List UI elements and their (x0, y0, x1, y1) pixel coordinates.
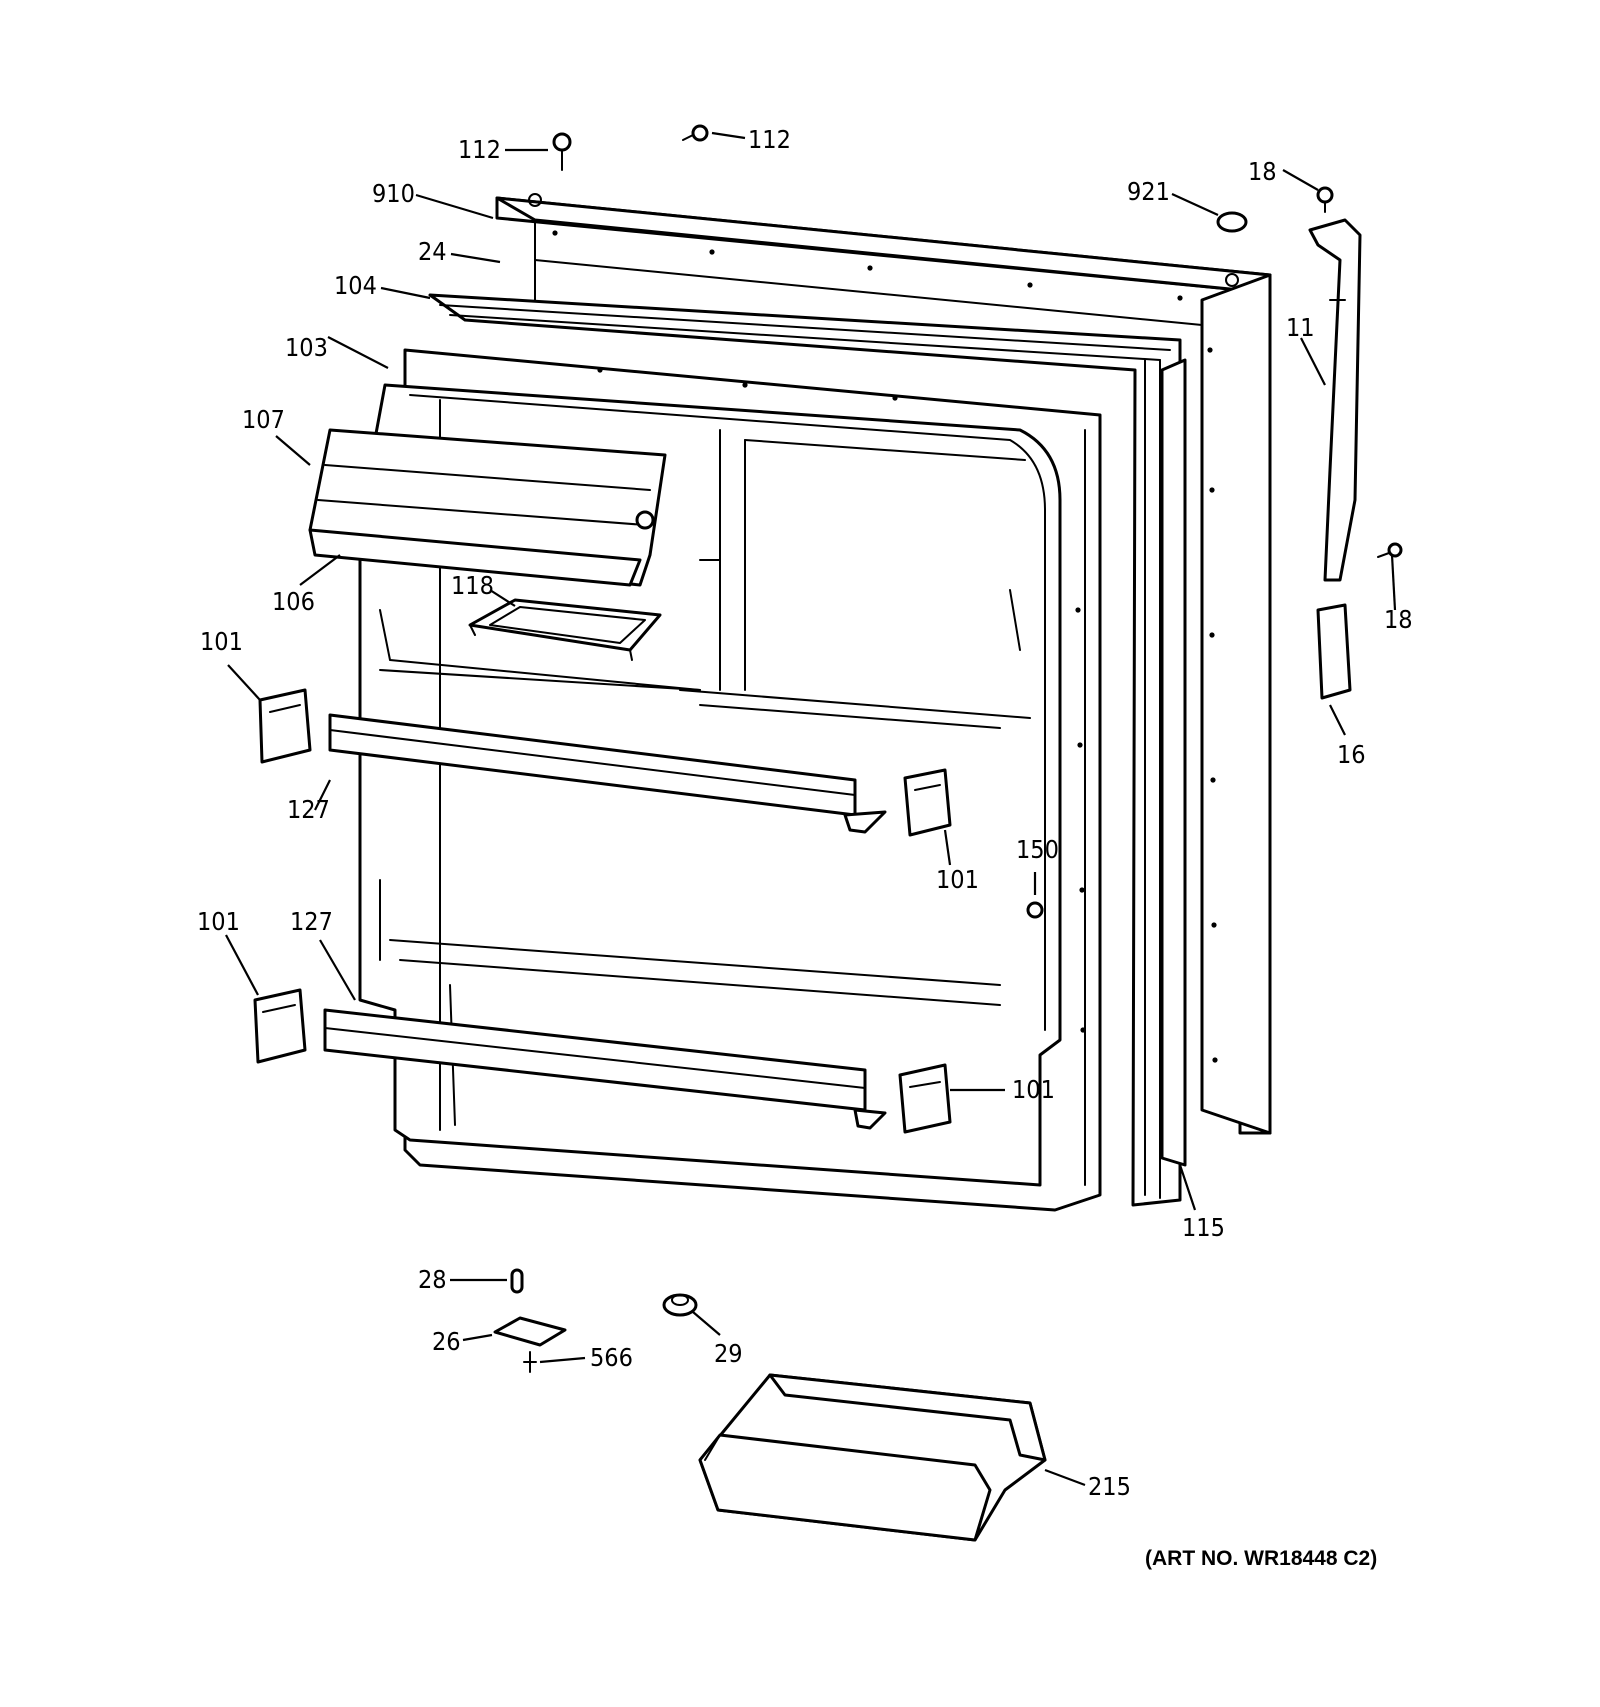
screw-18-top (1316, 186, 1334, 213)
screw-566 (523, 1351, 537, 1373)
door-hinge (1308, 218, 1362, 582)
screw-112-top-left (552, 132, 572, 171)
label-101-lower-left: 101 (197, 907, 240, 936)
screw-112-top-right (682, 124, 709, 142)
end-cap-upper-left (258, 688, 312, 764)
label-127-lower: 127 (290, 907, 333, 936)
label-112-top-right: 112 (748, 125, 791, 154)
label-26: 26 (432, 1327, 461, 1356)
hinge-cover (1316, 603, 1352, 700)
part-labels: 112 112 910 921 18 24 104 103 11 107 106… (197, 125, 1413, 1570)
label-24: 24 (418, 237, 447, 266)
shelf-bar-upper (328, 713, 887, 834)
pin-28 (510, 1268, 524, 1294)
label-16: 16 (1337, 740, 1366, 769)
label-11: 11 (1286, 313, 1315, 342)
label-106: 106 (272, 587, 315, 616)
label-921: 921 (1127, 177, 1170, 206)
art-number: (ART NO. WR18448 C2) (1145, 1547, 1377, 1570)
door-bin-215 (698, 1373, 1047, 1542)
door-gasket (428, 293, 1182, 1207)
label-118: 118 (451, 571, 494, 600)
label-18-top: 18 (1248, 157, 1277, 186)
plug-921 (1216, 211, 1248, 233)
end-cap-upper-right (903, 768, 952, 837)
label-103: 103 (285, 333, 328, 362)
leader-lines (225, 131, 1397, 1487)
label-18-side: 18 (1384, 605, 1413, 634)
plate-26 (493, 1316, 567, 1347)
end-cap-lower-right (898, 1063, 952, 1134)
label-104: 104 (334, 271, 377, 300)
label-115: 115 (1182, 1213, 1225, 1242)
label-101-upper-left: 101 (200, 627, 243, 656)
label-910: 910 (372, 179, 415, 208)
label-28: 28 (418, 1265, 447, 1294)
screw-18-side (1377, 542, 1403, 558)
door-stop-150 (1026, 901, 1044, 919)
dairy-compartment-cover (308, 428, 667, 587)
label-127-upper: 127 (287, 795, 330, 824)
outer-door-shell (495, 193, 1272, 1135)
end-cap-lower-left (253, 988, 307, 1064)
butter-shelf (468, 598, 662, 661)
label-107: 107 (242, 405, 285, 434)
label-215: 215 (1088, 1472, 1131, 1501)
side-gasket-strip (1160, 358, 1187, 1167)
label-101-upper-right: 101 (936, 865, 979, 894)
label-150: 150 (1016, 835, 1059, 864)
label-112-top-left: 112 (458, 135, 501, 164)
label-29: 29 (714, 1339, 743, 1368)
plug-29 (662, 1293, 698, 1317)
label-566: 566 (590, 1343, 633, 1372)
label-101-lower-right: 101 (1012, 1075, 1055, 1104)
shelf-bar-lower (323, 1008, 887, 1130)
